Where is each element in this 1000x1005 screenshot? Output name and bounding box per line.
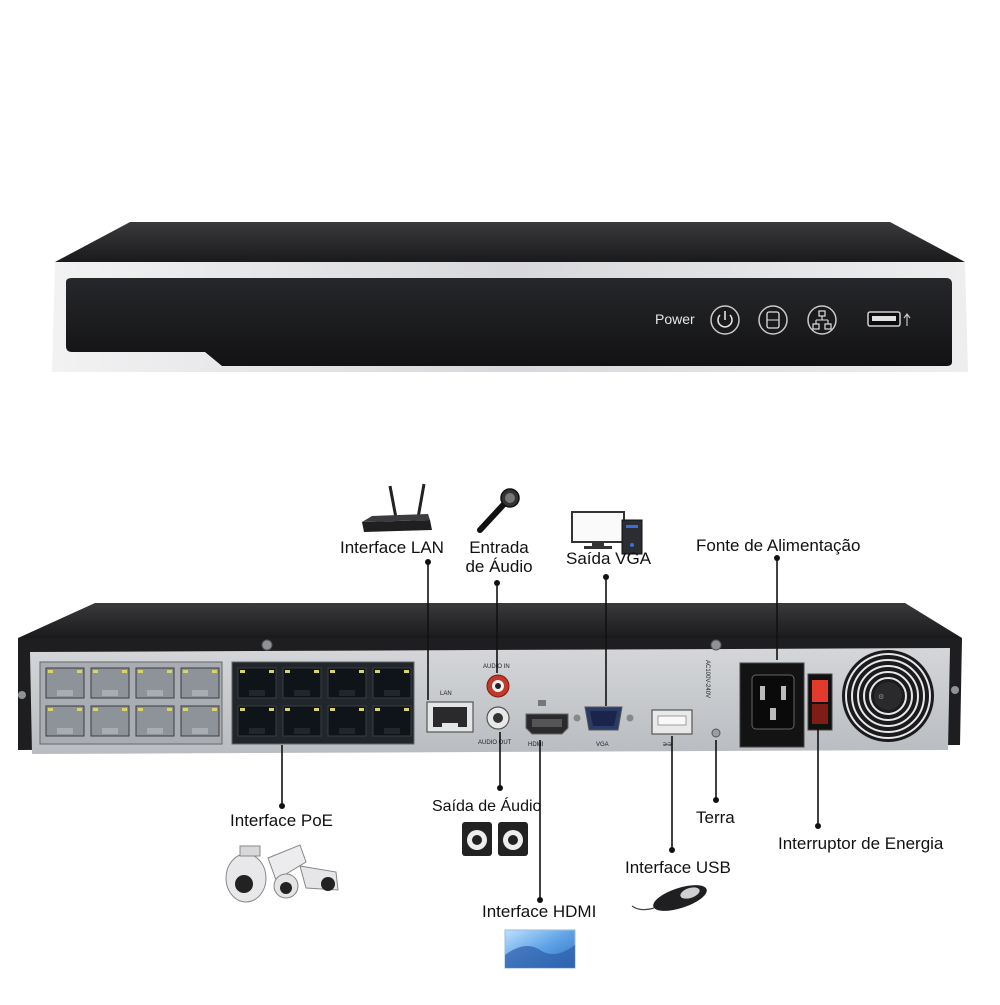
security-camera-icon (225, 844, 339, 903)
front-device: Power (52, 222, 968, 372)
usb-port-label: ⭄⭄ (663, 742, 673, 748)
lan-port-label: LAN (440, 691, 452, 697)
callout-entrada-audio-line2: de Áudio (465, 557, 533, 576)
lan-port[interactable] (426, 701, 474, 733)
computer-icon (571, 511, 643, 555)
front-panel (66, 278, 952, 366)
vga-port[interactable] (573, 706, 634, 731)
fan-grille-icon: ⚙ (842, 650, 934, 742)
vga-port-label: VGA (596, 742, 609, 748)
power-icon[interactable] (710, 305, 740, 335)
rear-device: LAN AUDIO IN AUDIO OUT HDMI (18, 603, 962, 754)
screw-icon (18, 691, 26, 699)
front-device-top (55, 222, 965, 262)
usb-port[interactable] (651, 709, 693, 735)
callout-terra: Terra (696, 808, 735, 827)
callout-interface-hdmi: Interface HDMI (482, 902, 597, 921)
display-icon (504, 929, 576, 969)
router-icon (362, 483, 432, 532)
power-rating-label: AC100V-240V (704, 660, 710, 698)
audio-out-label: AUDIO OUT (478, 740, 512, 746)
hdmi-logo-icon (538, 700, 546, 706)
power-switch[interactable] (807, 673, 833, 731)
callout-lines (279, 555, 821, 903)
callout-saida-audio: Saída de Áudio (432, 798, 542, 815)
power-label: Power (655, 311, 695, 327)
microphone-icon (477, 488, 520, 533)
callout-fonte-alimentacao: Fonte de Alimentação (696, 536, 861, 555)
speaker-icon (462, 822, 528, 856)
callout-interface-lan: Interface LAN (340, 538, 444, 557)
audio-out-port[interactable] (486, 706, 510, 730)
hdmi-port-label: HDMI (528, 742, 544, 748)
callout-interface-usb: Interface USB (625, 858, 731, 877)
usb-port-icon[interactable] (867, 311, 911, 327)
screw-icon (261, 639, 273, 651)
power-inlet[interactable] (739, 662, 805, 748)
rear-device-top (18, 603, 962, 638)
network-icon (807, 305, 837, 335)
callout-saida-vga: Saída VGA (566, 549, 652, 568)
ground-terminal-icon (711, 728, 721, 738)
mouse-icon (631, 885, 707, 911)
audio-in-port[interactable] (486, 674, 510, 698)
screw-icon (710, 639, 722, 651)
callout-interface-poe: Interface PoE (230, 811, 334, 830)
svg-text:⚙: ⚙ (878, 693, 884, 701)
hdmi-port[interactable] (525, 713, 569, 735)
callout-interruptor-energia: Interruptor de Energia (778, 834, 944, 853)
screw-icon (951, 686, 959, 694)
hdd-icon (758, 305, 788, 335)
callout-entrada-audio-line1: Entrada (469, 538, 529, 557)
poe-port-grid (39, 661, 415, 745)
